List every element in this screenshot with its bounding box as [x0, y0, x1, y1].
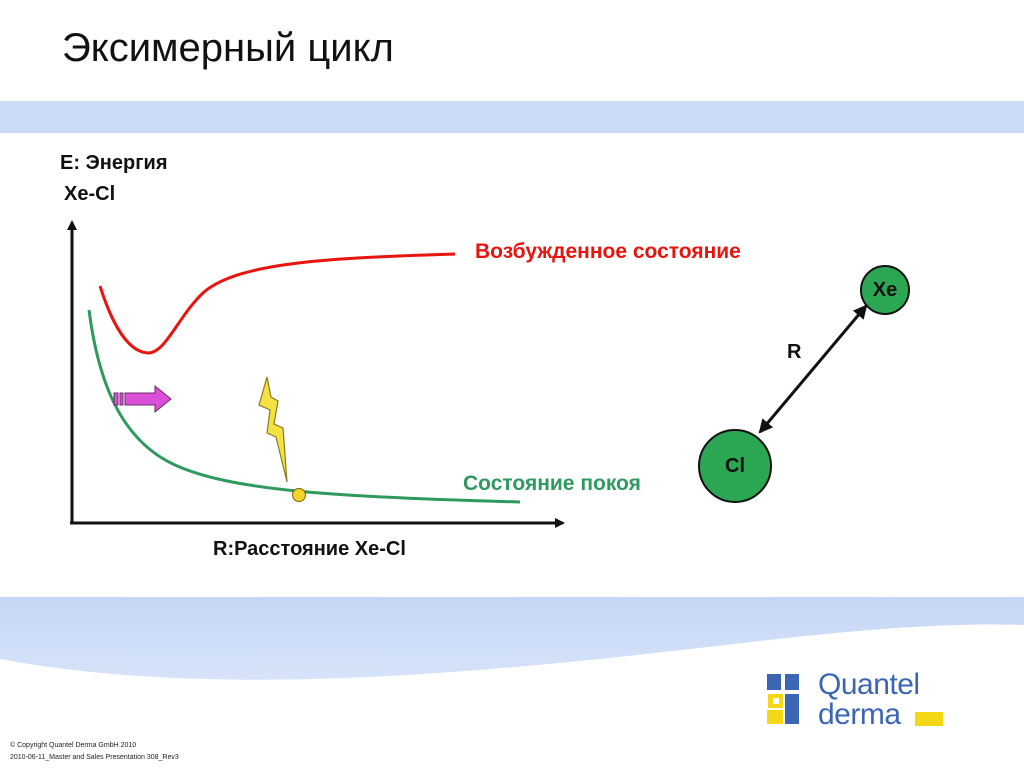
logo-text-derma: derma: [818, 698, 901, 731]
copyright-notice: © Copyright Quantel Derma GmbH 2010 2010…: [10, 740, 179, 764]
right-arrow-icon: [113, 384, 172, 414]
quantel-logo-icon: [767, 674, 943, 726]
atom-cl: Cl: [698, 429, 772, 503]
transition-point: [292, 488, 306, 502]
atom-xe-label: Xe: [872, 278, 898, 301]
y-axis-label: E: Энергия: [60, 152, 168, 174]
lightning-icon: [258, 376, 288, 483]
excited-state-curve: [98, 252, 456, 355]
excited-state-label: Возбужденное состояние: [475, 240, 741, 263]
ground-state-label: Состояние покоя: [463, 472, 641, 495]
distance-arrow: [758, 304, 868, 434]
copyright-line-2: 2010-06-11_Master and Sales Presentation…: [10, 754, 179, 761]
copyright-line-1: © Copyright Quantel Derma GmbH 2010: [10, 742, 137, 749]
atom-xe: Xe: [860, 265, 910, 315]
ground-state-curve: [87, 309, 521, 504]
x-axis-label: R:Расстояние Xe-Cl: [213, 538, 406, 560]
atom-cl-label: Cl: [725, 454, 745, 477]
slide-title: Эксимерный цикл: [62, 26, 394, 70]
distance-label: R: [787, 341, 802, 363]
y-axis-sublabel: Xe-Cl: [64, 183, 116, 205]
header-band: [0, 101, 1024, 133]
logo-text-quantel: Quantel: [818, 668, 920, 701]
bottom-wave-band: [0, 597, 1024, 768]
